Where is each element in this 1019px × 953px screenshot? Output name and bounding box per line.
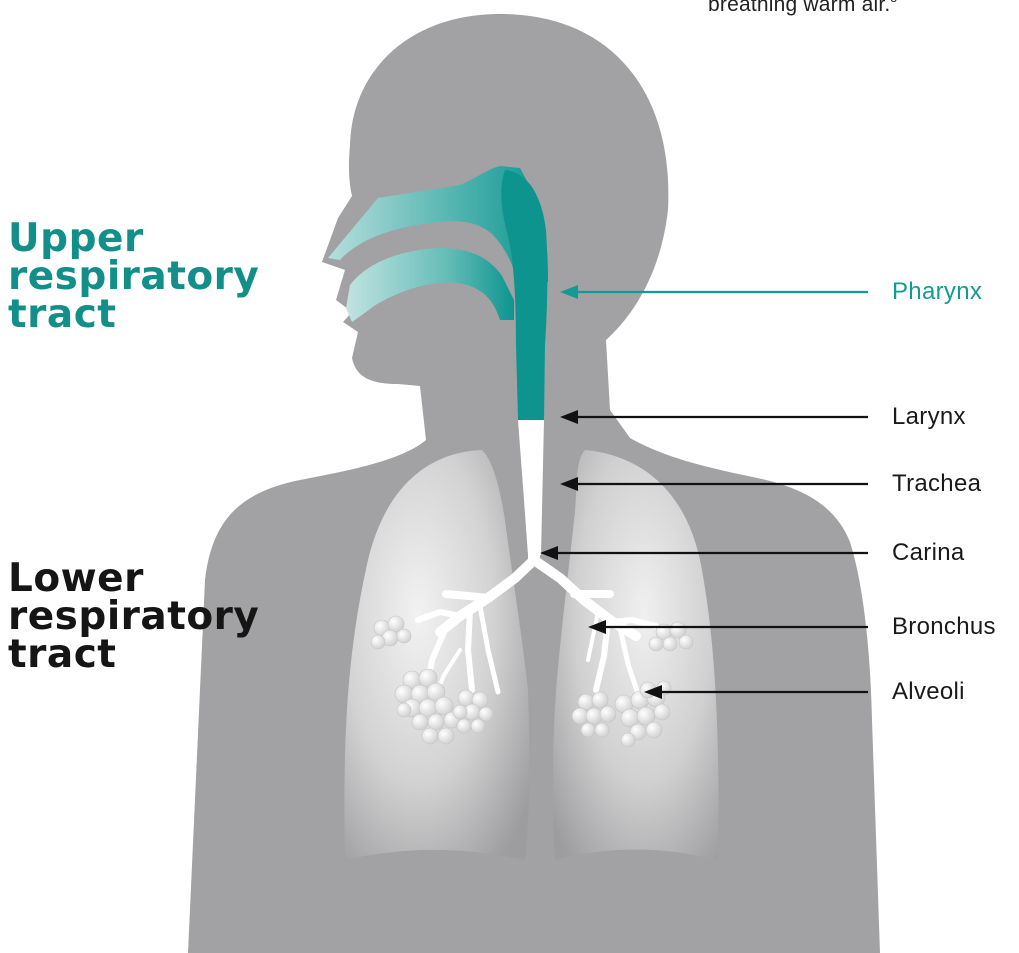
upper-label-line-2: respiratory xyxy=(8,258,259,296)
pharynx-label: Pharynx xyxy=(892,278,982,306)
lower-label-line-2: respiratory xyxy=(8,598,259,636)
bronchus-label: Bronchus xyxy=(892,613,996,641)
upper-label-line-1: Upper xyxy=(8,220,259,258)
trachea-label: Trachea xyxy=(892,470,981,498)
corner-note-text: breathing warm air. xyxy=(708,0,890,16)
carina-label: Carina xyxy=(892,539,965,567)
upper-respiratory-tract-label: Upper respiratory tract xyxy=(8,220,259,334)
corner-note-superscript: 3 xyxy=(890,0,897,5)
larynx-label: Larynx xyxy=(892,403,966,431)
lower-respiratory-tract-label: Lower respiratory tract xyxy=(8,560,259,674)
alveoli-label: Alveoli xyxy=(892,678,965,706)
lower-label-line-1: Lower xyxy=(8,560,259,598)
corner-note: breathing warm air.3 xyxy=(708,0,897,17)
upper-label-line-3: tract xyxy=(8,296,259,334)
lower-label-line-3: tract xyxy=(8,636,259,674)
